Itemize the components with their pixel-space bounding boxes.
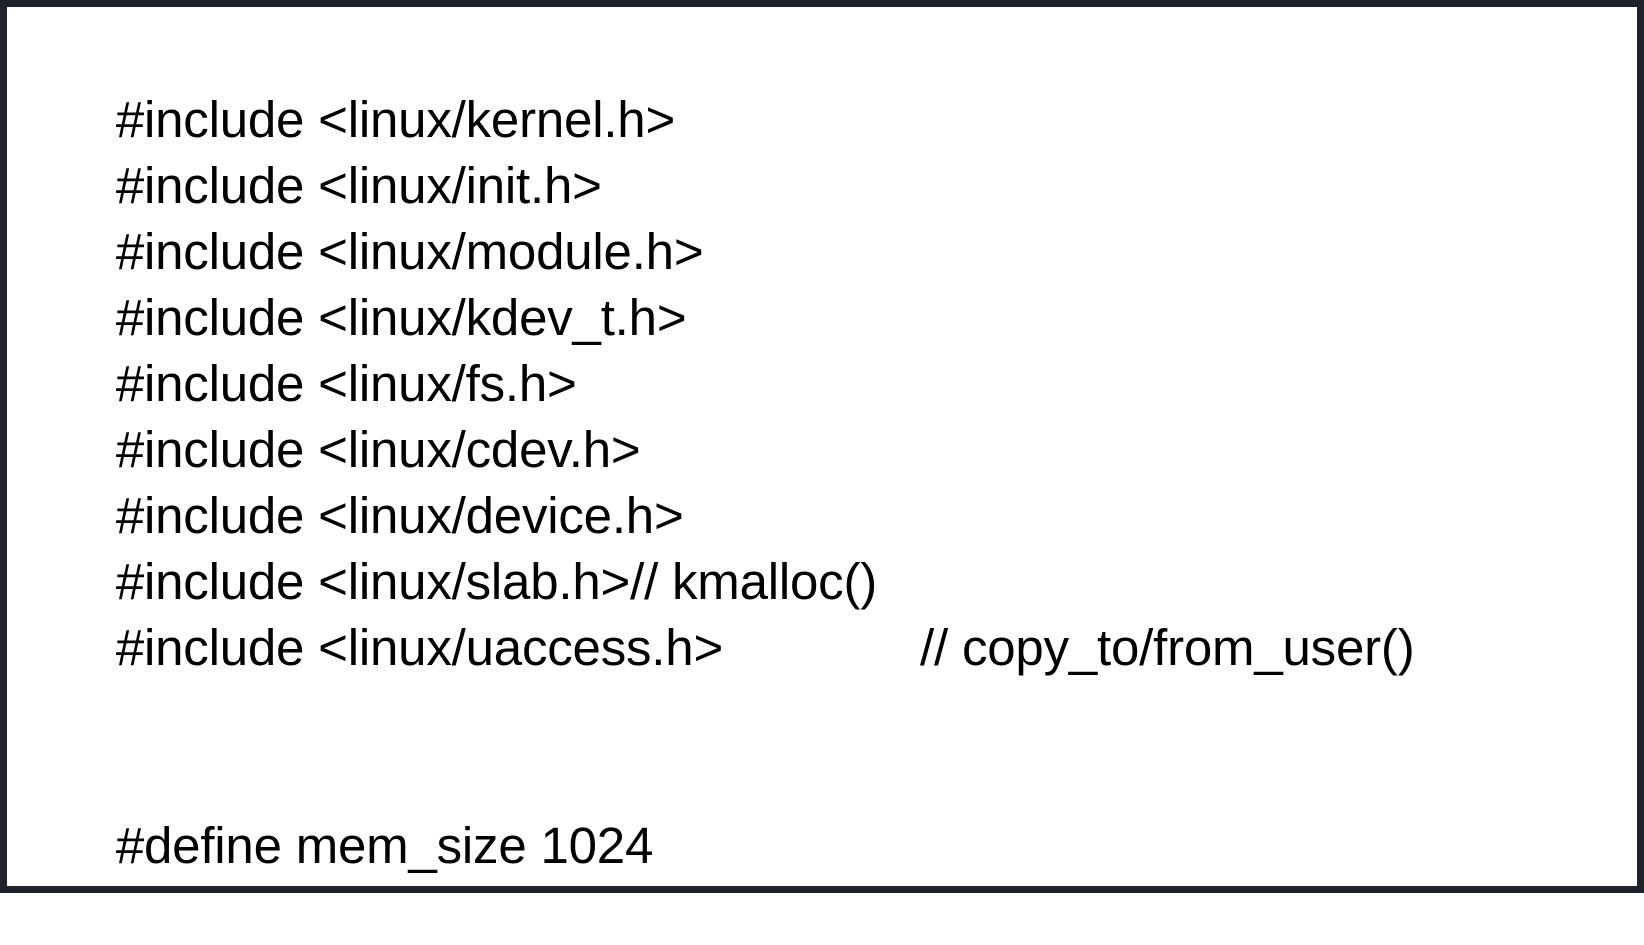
code-line: #include <linux/fs.h> — [7, 285, 1637, 412]
code-line: #include <linux/module.h> — [7, 153, 1637, 280]
code-line: #include <linux/kernel.h> — [7, 21, 1637, 148]
code-line-text: #include <linux/kernel.h> — [115, 91, 676, 148]
code-block-frame: #include <linux/kernel.h> #include <linu… — [0, 0, 1644, 893]
code-line-text: #include <linux/module.h> — [115, 223, 704, 280]
code-line-text: #include <linux/kdev_t.h> — [115, 289, 687, 346]
code-line-text: #include <linux/device.h> — [115, 487, 684, 544]
code-line-text: #include <linux/slab.h> — [115, 553, 631, 610]
code-line-comment: // kmalloc() — [630, 553, 878, 610]
code-listing: #include <linux/kernel.h> #include <linu… — [7, 21, 1637, 874]
code-line: #define mem_size 1024 — [7, 747, 1637, 874]
code-line: #include <linux/slab.h>// kmalloc() — [7, 483, 1637, 610]
code-line: #include <linux/device.h> — [7, 417, 1637, 544]
code-line-comment: // copy_to/from_user() — [920, 619, 1415, 676]
code-line-text: #include <linux/init.h> — [115, 157, 602, 214]
code-line-text: #include <linux/cdev.h> — [115, 421, 641, 478]
code-line-blank — [7, 681, 1637, 747]
code-line: #include <linux/uaccess.h> // copy_to/fro… — [7, 549, 1637, 676]
code-line-text: #include <linux/uaccess.h> — [115, 619, 724, 676]
code-line-text: #include <linux/fs.h> — [115, 355, 577, 412]
code-line-text: #define mem_size 1024 — [115, 817, 654, 874]
code-line: #include <linux/cdev.h> — [7, 351, 1637, 478]
code-line: #include <linux/init.h> — [7, 87, 1637, 214]
code-line: #include <linux/kdev_t.h> — [7, 219, 1637, 346]
